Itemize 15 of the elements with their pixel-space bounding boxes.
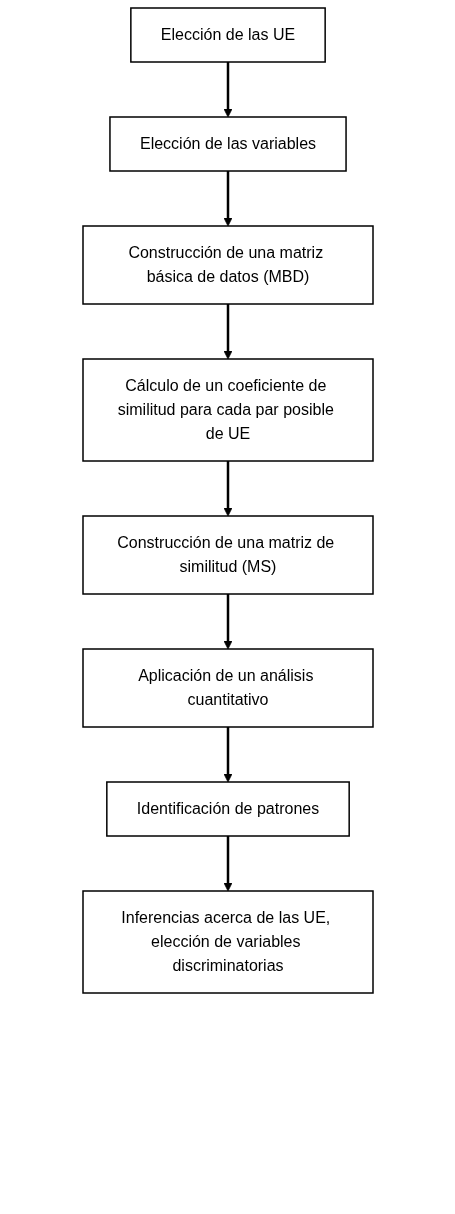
- node-box: Elección de las UE: [129, 7, 326, 63]
- arrow: [223, 727, 232, 783]
- node-box: Elección de las variables: [108, 116, 347, 172]
- arrow: [223, 304, 232, 360]
- arrow: [223, 171, 232, 227]
- node-box: Identificación de patrones: [105, 781, 350, 837]
- node-box: Construcción de una matriz de similitud (MS): [81, 515, 374, 595]
- node-box: Cálculo de un coeficiente de similitud para cada par posible de UE: [81, 358, 374, 462]
- arrow: [223, 836, 232, 892]
- node-box: Aplicación de un análisis cuantitativo: [81, 648, 374, 728]
- node-box: Inferencias acerca de las UE, elección de variables discriminatorias: [81, 890, 374, 994]
- arrow: [223, 461, 232, 517]
- arrow: [223, 62, 232, 118]
- node-box: Construcción de una matriz básica de datos (MBD): [81, 225, 374, 305]
- arrow: [223, 594, 232, 650]
